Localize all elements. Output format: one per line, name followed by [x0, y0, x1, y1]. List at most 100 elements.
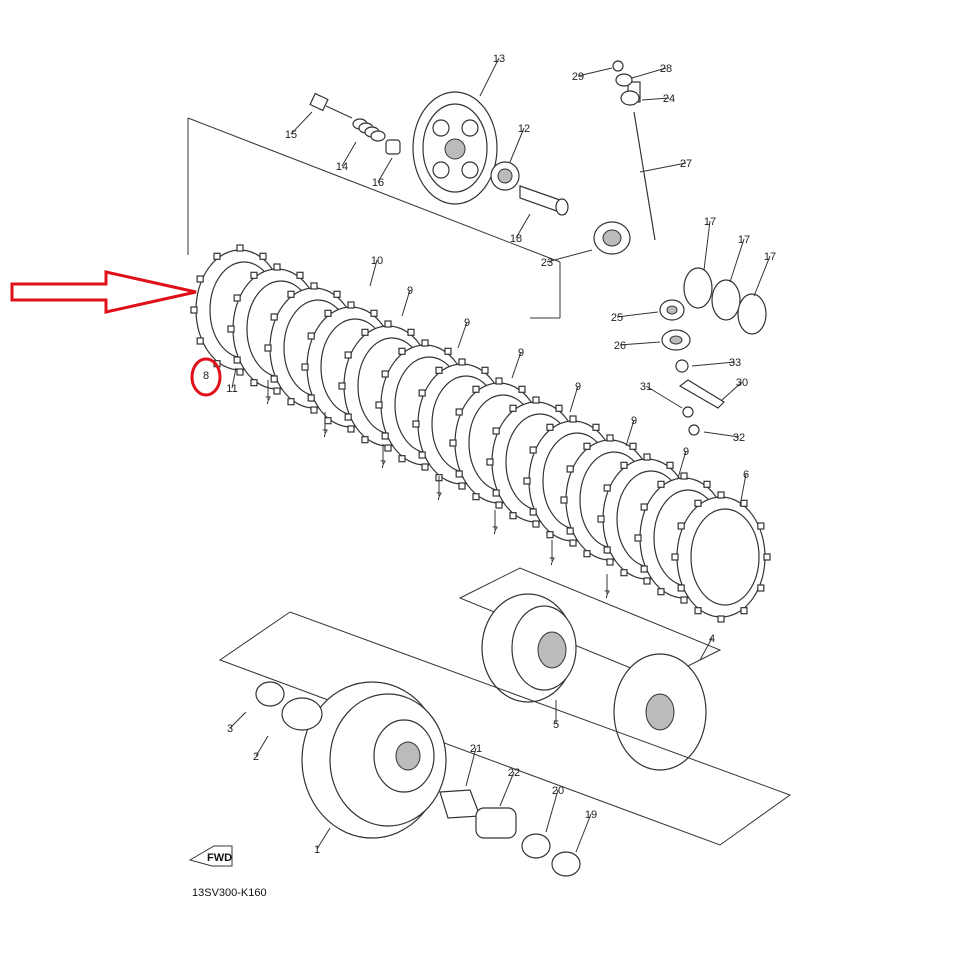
leader-line — [699, 637, 713, 661]
callout-p29: 29 — [572, 71, 584, 83]
callout-p7g: 7 — [604, 589, 610, 601]
callout-p12: 12 — [518, 123, 530, 135]
circlip — [612, 60, 624, 72]
washer-3 — [255, 681, 285, 707]
push-rod — [519, 185, 569, 216]
primary-driven-gear — [301, 681, 447, 839]
bearing-25 — [659, 299, 685, 321]
callout-p33: 33 — [729, 357, 741, 369]
highlight-circle — [190, 357, 222, 397]
callout-p11: 11 — [226, 383, 237, 395]
callout-p17b: 17 — [738, 234, 750, 246]
callout-p3: 3 — [227, 723, 233, 735]
leader-line — [515, 213, 531, 239]
fwd-arrow-icon: FWD — [188, 845, 233, 867]
lock-nut — [593, 221, 631, 255]
leader-line — [465, 747, 477, 787]
highlight-arrow — [10, 270, 197, 314]
leader-line — [255, 735, 269, 757]
callout-p14: 14 — [336, 161, 348, 173]
pull-lever — [678, 379, 725, 409]
callout-p2: 2 — [253, 751, 259, 763]
clutch-boss — [481, 593, 577, 703]
lever-spring — [675, 359, 689, 373]
leader-line — [509, 127, 525, 163]
fwd-label: FWD — [207, 852, 232, 864]
leader-line — [631, 67, 667, 79]
callout-p17a: 17 — [704, 216, 716, 228]
callout-p27: 27 — [680, 158, 692, 170]
callout-p7d: 7 — [436, 491, 442, 503]
callout-p7b: 7 — [322, 428, 328, 440]
callout-p5: 5 — [553, 719, 559, 731]
clutch-plate — [671, 491, 771, 623]
callout-p31: 31 — [640, 381, 652, 393]
circlip-32 — [688, 424, 700, 436]
callout-p7a: 7 — [265, 395, 271, 407]
callout-p28: 28 — [660, 63, 672, 75]
spring-washer — [385, 139, 401, 155]
washer-31 — [682, 406, 694, 418]
bearing — [490, 161, 520, 191]
callout-p13: 13 — [493, 53, 505, 65]
leader-line — [641, 97, 670, 101]
callout-labels: 1234567777777899999910111213141516171717… — [203, 53, 776, 856]
leader-line — [401, 289, 411, 317]
push-lever-shaft — [627, 81, 656, 241]
callout-p22: 22 — [508, 767, 520, 779]
callout-p9b: 9 — [464, 317, 470, 329]
callout-p1: 1 — [314, 844, 320, 856]
washer-28 — [615, 73, 633, 87]
lower-group-frame — [218, 611, 792, 846]
leader-line — [703, 431, 740, 438]
callout-p9d: 9 — [575, 381, 581, 393]
callout-p7c: 7 — [380, 459, 386, 471]
leader-line — [739, 473, 747, 507]
callout-p19: 19 — [585, 809, 597, 821]
pressure-plate — [412, 91, 498, 205]
callout-p21: 21 — [470, 743, 482, 755]
callout-p24: 24 — [663, 93, 675, 105]
drawing-code: 13SV300-K160 — [192, 887, 267, 899]
callout-p26: 26 — [614, 340, 626, 352]
callout-p9e: 9 — [631, 415, 637, 427]
primary-pressure-plate — [613, 653, 707, 771]
leader-line — [316, 827, 331, 850]
leader-line — [639, 162, 687, 173]
leader-line — [499, 771, 515, 807]
callout-p18: 18 — [510, 233, 522, 245]
leader-line — [511, 351, 522, 379]
callout-p23: 23 — [541, 257, 553, 269]
spacer — [439, 789, 481, 819]
leader-line — [619, 341, 661, 346]
leader-line — [546, 249, 593, 263]
leader-line — [625, 419, 635, 447]
upper-group-frame — [187, 117, 561, 319]
callout-p4: 4 — [709, 633, 715, 645]
callout-p7e: 7 — [492, 525, 498, 537]
thrust-plate — [281, 697, 323, 731]
lock-washers — [683, 267, 767, 335]
washer-19 — [551, 851, 581, 877]
leader-line — [577, 67, 613, 77]
callout-p15: 15 — [285, 129, 297, 141]
leader-line — [677, 450, 687, 479]
callout-p6: 6 — [743, 469, 749, 481]
callout-p8: 8 — [203, 370, 209, 382]
callout-p17c: 17 — [764, 251, 776, 263]
leader-line — [729, 238, 745, 283]
leader-line — [545, 789, 559, 833]
needle-bearing — [475, 807, 517, 839]
callout-p9f: 9 — [683, 446, 689, 458]
callout-p30: 30 — [736, 377, 748, 389]
leader-line — [290, 111, 313, 135]
washer-20 — [521, 833, 551, 859]
callout-p32: 32 — [733, 432, 745, 444]
leader-lines — [229, 57, 771, 853]
callout-p9a: 9 — [407, 285, 413, 297]
leader-line — [457, 321, 468, 349]
leader-line — [753, 255, 771, 297]
leader-line — [703, 220, 711, 271]
leader-line — [575, 813, 592, 853]
leader-line — [377, 157, 393, 183]
